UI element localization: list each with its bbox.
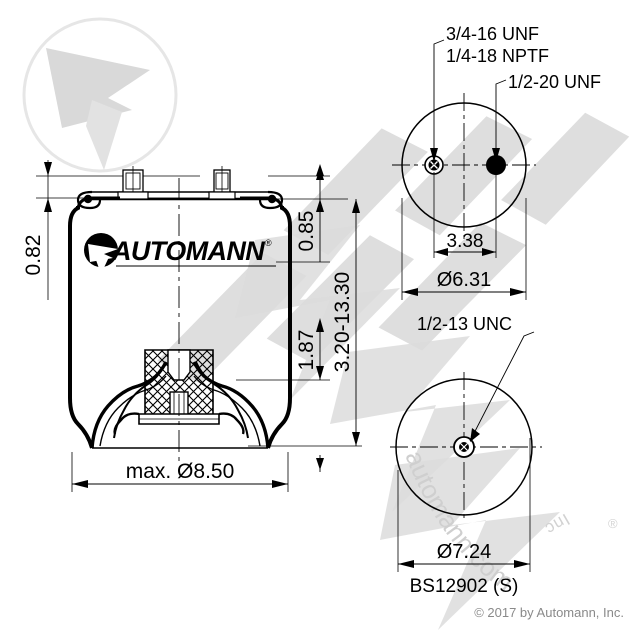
callout-34-16-unf: 3/4-16 UNF: [446, 24, 539, 44]
bellows-right-wall: [266, 206, 292, 449]
arrow-338-right: [482, 248, 496, 256]
arrow-082-down: [44, 198, 52, 212]
dim-label-082: 0.82: [22, 235, 45, 276]
arrow-850-left: [72, 480, 88, 488]
leader-unf-nptf: [433, 39, 445, 165]
arrow-leader-unc: [470, 428, 480, 442]
bellows-shoulder-right: [240, 196, 284, 209]
stud-right: [208, 166, 236, 200]
logo-arrow-icon: [88, 244, 118, 262]
arrow-stroke-up: [352, 199, 360, 213]
arrow-082-up: [44, 162, 52, 176]
dim-label-724: Ø7.24: [437, 541, 491, 563]
leader-unf-half: [495, 79, 507, 165]
logo-wordmark: AUTOMANN: [111, 236, 265, 266]
bellows-left-wall: [68, 206, 94, 449]
copyright-label: © 2017 by Automann, Inc.: [474, 605, 624, 620]
dim-label-338: 3.38: [447, 231, 484, 252]
stud-left: [117, 166, 149, 200]
piston-crimp-left: [113, 412, 140, 435]
logo-registered-icon: ®: [265, 238, 272, 248]
watermark-arrow-icon: [46, 48, 150, 170]
piston-crimp-right: [218, 412, 245, 435]
bead-left: [76, 190, 102, 210]
watermark-logo-circle: [22, 17, 178, 173]
callout-12-20-unf: 1/2-20 UNF: [508, 72, 601, 92]
arrow-724-right: [514, 560, 530, 568]
dim-label-187: 1.87: [295, 330, 318, 371]
dim-label-085: 0.85: [295, 211, 318, 252]
callout-12-13-unc: 1/2-13 UNC: [417, 314, 512, 334]
automann-brand-logo: AUTOMANN ®: [84, 233, 276, 274]
watermark-registered-icon: ®: [608, 516, 618, 531]
arrow-724-left: [398, 560, 414, 568]
arrow-850-right: [272, 480, 288, 488]
arrow-338-left: [434, 248, 448, 256]
arrow-leader-half-unf: [492, 148, 500, 162]
arrow-187-up: [316, 318, 324, 332]
leader-unc: [469, 331, 535, 442]
bead-right: [258, 190, 284, 210]
arrow-187-down: [316, 366, 324, 380]
arrow-stroke-down: [352, 432, 360, 446]
arrow-631-right: [510, 288, 526, 296]
callout-14-18-nptf: 1/4-18 NPTF: [446, 46, 549, 66]
dim-label-max-diameter: max. Ø8.50: [126, 460, 235, 483]
bellows-shoulder-left: [76, 196, 120, 209]
arrow-leader-unf: [430, 148, 438, 162]
center-bolt-hole-icon: [453, 436, 475, 458]
watermark-sweep: [235, 225, 560, 630]
dim-label-631: Ø6.31: [437, 269, 491, 291]
arrow-631-left: [402, 288, 418, 296]
arrow-085-tail-top: [316, 168, 324, 180]
dim-label-stroke-range: 3.20-13.30: [331, 272, 354, 372]
part-number-label: BS12902 (S): [410, 576, 519, 597]
arrow-085-down: [316, 199, 324, 212]
